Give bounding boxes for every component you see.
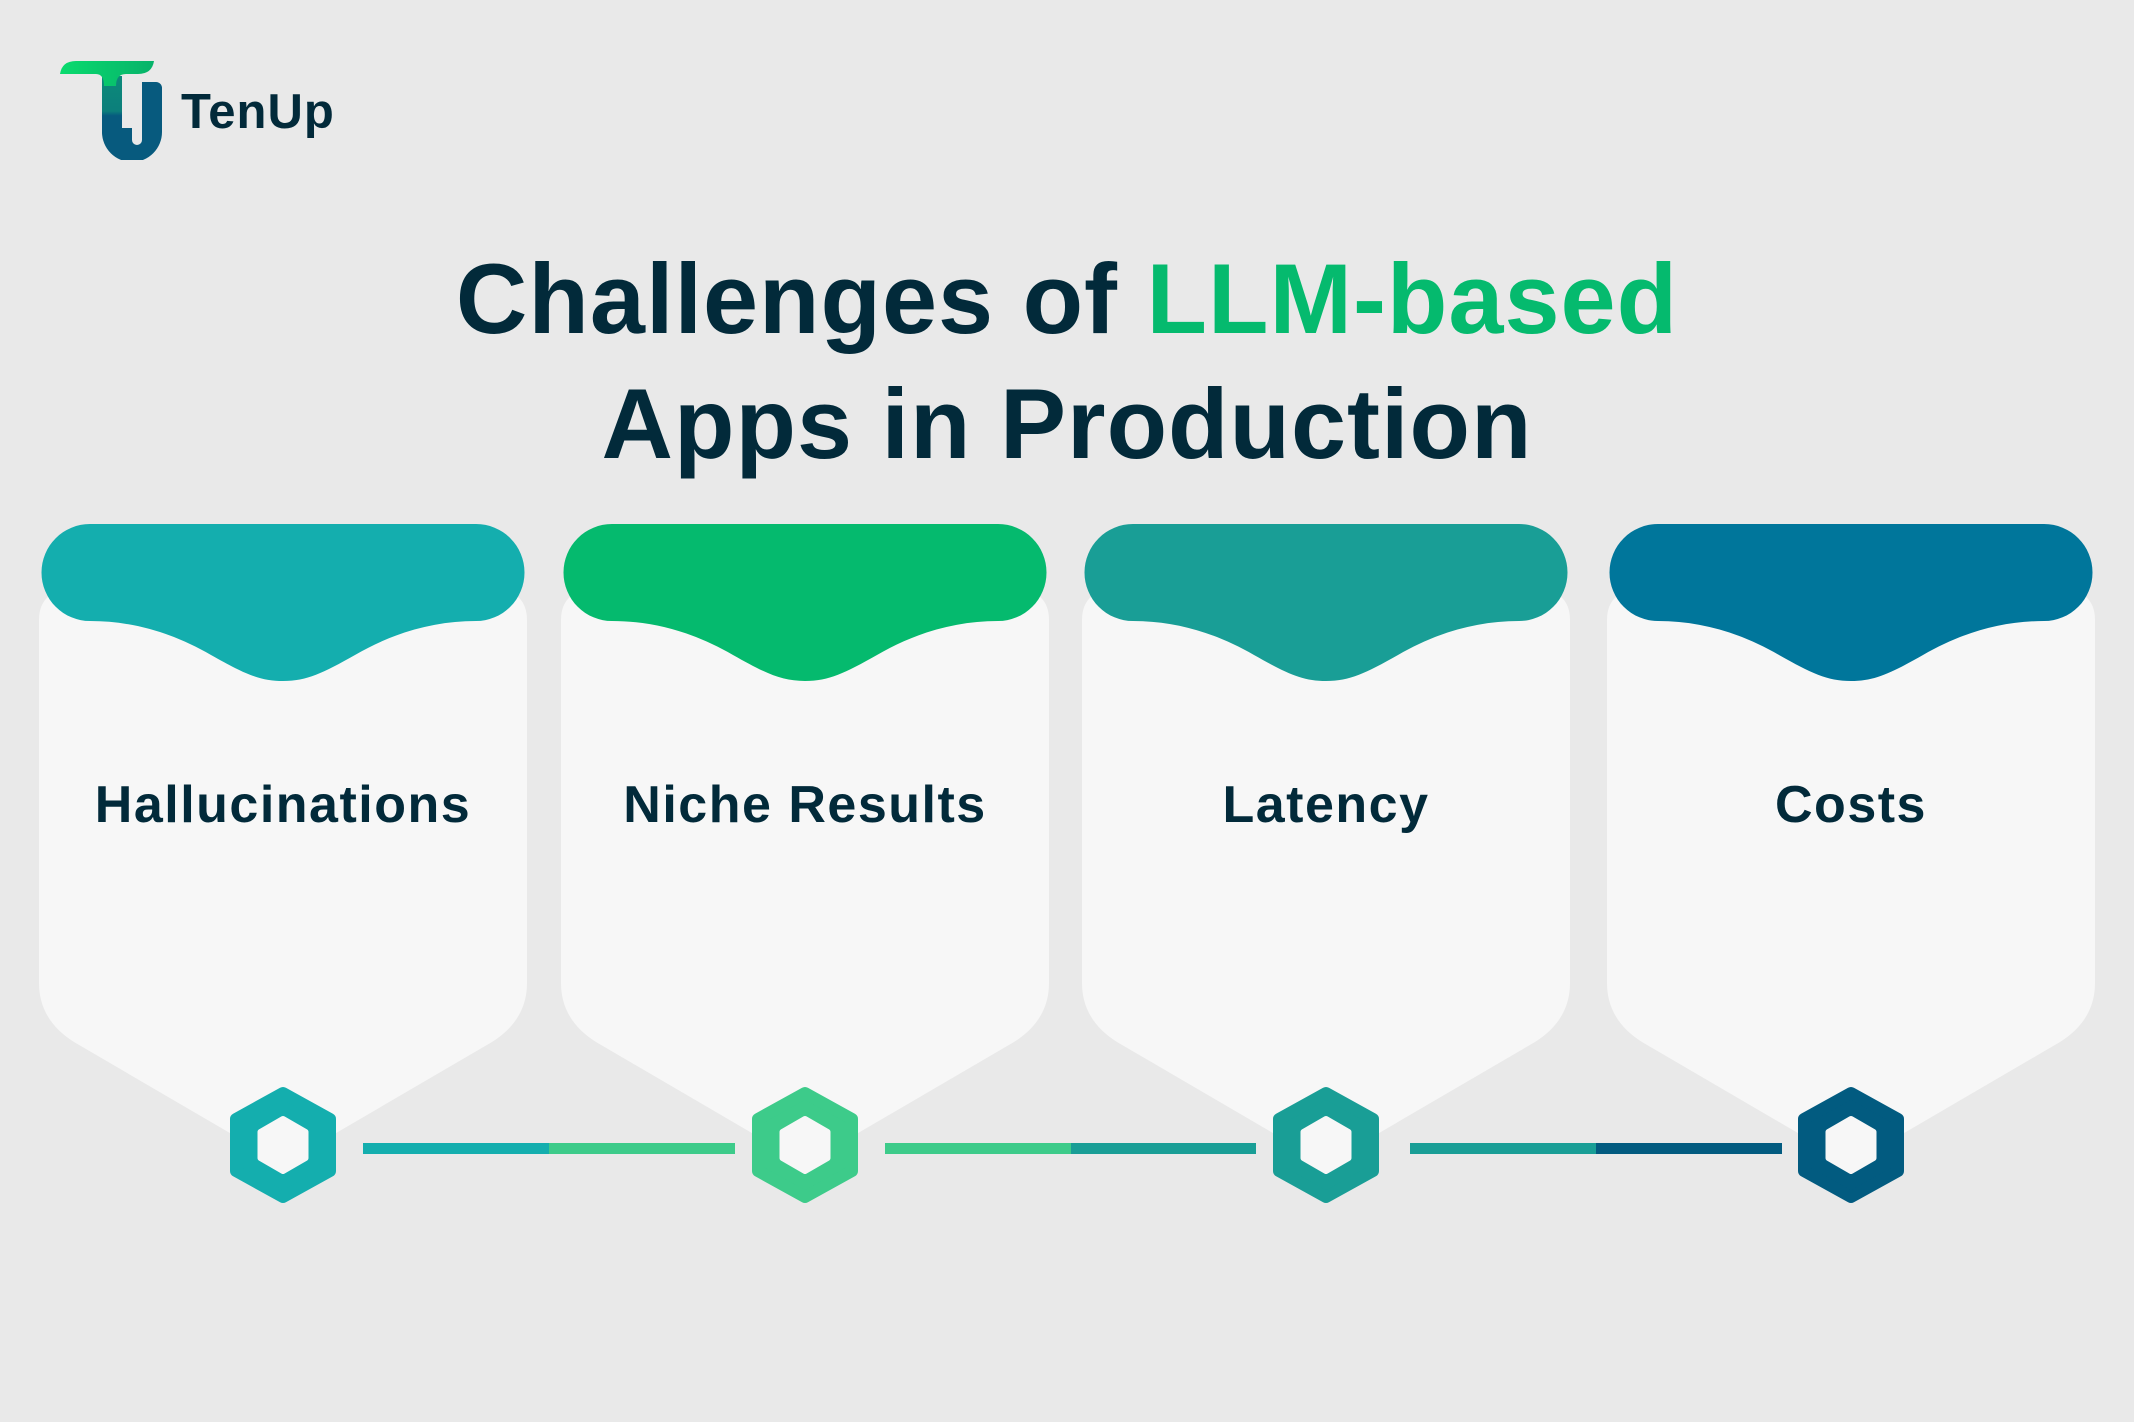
card-body [39,588,527,1161]
title-accent: LLM-based [1146,243,1679,354]
hexagon-node-icon [1273,1087,1379,1203]
card-header-banner [1609,524,2093,681]
hexagon-node-icon [230,1087,336,1203]
title-line-2: Apps in Production [601,368,1533,479]
nodes-layer [230,1087,1904,1203]
card-header-banner [563,524,1047,681]
brand-wordmark: TenUp [181,85,335,139]
connector-line [885,1143,1256,1154]
connector-line [363,1143,735,1154]
card-header-banner [41,524,525,681]
card-label-costs: Costs [1775,776,1927,834]
card-header-banner [1084,524,1568,681]
card-label-latency: Latency [1222,776,1430,834]
card-body [1607,588,2095,1161]
card-latency [1082,524,1570,1161]
tenup-logo-icon [60,61,162,160]
hexagon-node-icon [1798,1087,1904,1203]
title-prefix: Challenges of [455,243,1147,354]
card-body [561,588,1049,1161]
card-body [1082,588,1570,1161]
card-costs [1607,524,2095,1161]
card-label-hallucinations: Hallucinations [94,776,472,834]
card-niche-results [561,524,1049,1161]
card-hallucinations [39,524,527,1161]
page-title: Challenges of LLM-based Apps in Producti… [0,236,2134,486]
card-label-niche-results: Niche Results [623,776,987,834]
title-line-1: Challenges of LLM-based [0,236,2134,361]
connectors-layer [363,1143,1782,1154]
cards-layer [39,524,2095,1161]
hexagon-node-icon [752,1087,858,1203]
connector-line [1410,1143,1782,1154]
